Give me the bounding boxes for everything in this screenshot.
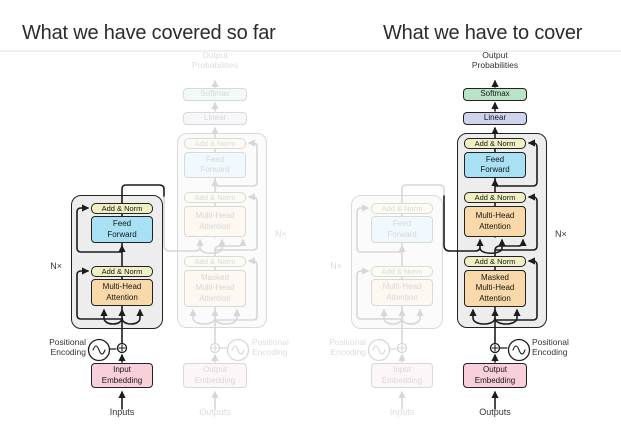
decoder-feed-forward-box: Feed Forward	[464, 152, 526, 178]
residual-to-addnorm2-arrow	[76, 267, 123, 320]
decoder-add-norm-1-box: Add & Norm	[184, 138, 246, 149]
encoder-multi-head-attention-box: Multi-Head Attention	[371, 279, 433, 306]
masked-mha-branch-right-arrow	[214, 308, 241, 325]
add-plus-icon	[116, 342, 128, 354]
query-into-mha-arrow	[214, 238, 247, 257]
positional-encoding-sine-icon	[226, 338, 250, 362]
output-probabilities-label: Output Probabilities	[471, 50, 519, 71]
input-embedding-box: Input Embedding	[91, 363, 153, 388]
output-embedding-box: Output Embedding	[183, 363, 247, 388]
residual-to-addnorm1-arrow	[356, 204, 403, 253]
softmax-box: Softmax	[463, 88, 527, 101]
residual-to-addnorm2-arrow	[214, 193, 258, 251]
residual-to-addnorm1-arrow	[494, 139, 538, 187]
positional-encoding-label: Positional Encoding	[329, 337, 366, 358]
add-plus-icon	[396, 342, 408, 354]
right-panel-title: What we have to cover	[383, 22, 583, 44]
masked-multi-head-attention-box: Masked Multi-Head Attention	[184, 270, 246, 307]
encoder-feed-arrow-2	[479, 238, 506, 255]
decoder-multi-head-attention-box: Multi-Head Attention	[184, 206, 246, 237]
masked-mha-branch-left-arrow	[189, 308, 216, 325]
add-plus-icon	[209, 342, 221, 354]
mha-branch-right-arrow	[121, 308, 144, 325]
positional-encoding-label: Positional Encoding	[252, 337, 289, 358]
masked-mha-branch-left-arrow	[469, 308, 496, 325]
output-probabilities-label: Output Probabilities	[191, 50, 239, 71]
left-panel-title: What we have covered so far	[22, 22, 276, 44]
residual-to-addnorm2-arrow	[356, 267, 403, 320]
output-embedding-box: Output Embedding	[463, 363, 527, 388]
decoder-container-box	[457, 133, 547, 328]
positional-encoding-label: Positional Encoding	[49, 337, 86, 358]
decoder-container-box	[177, 133, 267, 328]
decoder-add-norm-1-box: Add & Norm	[464, 138, 526, 149]
encoder-feed-forward-box: Feed Forward	[91, 216, 153, 243]
decoder-add-norm-3-box: Add & Norm	[464, 256, 526, 267]
positional-encoding-sine-icon	[367, 338, 391, 362]
positional-encoding-label: Positional Encoding	[532, 337, 569, 358]
encoder-container-box	[351, 195, 443, 329]
residual-to-addnorm2-arrow	[494, 193, 538, 251]
encoder-feed-arrow-2	[199, 238, 226, 255]
masked-multi-head-attention-box: Masked Multi-Head Attention	[464, 270, 526, 307]
decoder-nx-label: N×	[275, 229, 287, 239]
decoder-feed-forward-box: Feed Forward	[184, 152, 246, 178]
decoder-add-norm-2-box: Add & Norm	[464, 192, 526, 203]
encoder-add-norm-2-box: Add & Norm	[371, 266, 433, 277]
encoder-nx-label: N×	[330, 261, 342, 271]
encoder-nx-label: N×	[50, 261, 62, 271]
decoder-add-norm-3-box: Add & Norm	[184, 256, 246, 267]
mha-branch-right-arrow	[401, 308, 424, 325]
decoder-multi-head-attention-box: Multi-Head Attention	[464, 206, 526, 237]
outputs-label: Outputs	[199, 407, 231, 417]
softmax-box: Softmax	[183, 88, 247, 101]
mha-branch-left-arrow	[100, 308, 123, 325]
encoder-add-norm-1-box: Add & Norm	[371, 203, 433, 214]
encoder-to-decoder-elbow-line	[401, 184, 445, 204]
residual-to-addnorm1-arrow	[76, 204, 123, 253]
encoder-to-decoder-elbow-line	[121, 184, 165, 204]
encoder-feed-forward-box: Feed Forward	[371, 216, 433, 243]
title-divider	[0, 50, 621, 52]
add-plus-icon	[489, 342, 501, 354]
encoder-feed-arrow-1	[163, 195, 204, 252]
input-embedding-box: Input Embedding	[371, 363, 433, 388]
mha-branch-left-arrow	[380, 308, 403, 325]
residual-to-addnorm1-arrow	[214, 139, 258, 187]
masked-mha-branch-right-arrow	[494, 308, 521, 325]
inputs-label: Inputs	[109, 407, 135, 417]
residual-to-addnorm3-arrow	[494, 257, 538, 321]
linear-box: Linear	[463, 112, 527, 125]
query-into-mha-arrow	[494, 238, 527, 257]
encoder-feed-arrow-1	[443, 195, 484, 252]
positional-encoding-sine-icon	[507, 338, 531, 362]
encoder-container-box	[71, 195, 163, 329]
decoder-nx-label: N×	[555, 229, 567, 239]
linear-box: Linear	[183, 112, 247, 125]
decoder-add-norm-2-box: Add & Norm	[184, 192, 246, 203]
encoder-add-norm-1-box: Add & Norm	[91, 203, 153, 214]
positional-encoding-sine-icon	[87, 338, 111, 362]
inputs-label: Inputs	[389, 407, 415, 417]
outputs-label: Outputs	[479, 407, 511, 417]
encoder-multi-head-attention-box: Multi-Head Attention	[91, 279, 153, 306]
residual-to-addnorm3-arrow	[214, 257, 258, 321]
encoder-add-norm-2-box: Add & Norm	[91, 266, 153, 277]
